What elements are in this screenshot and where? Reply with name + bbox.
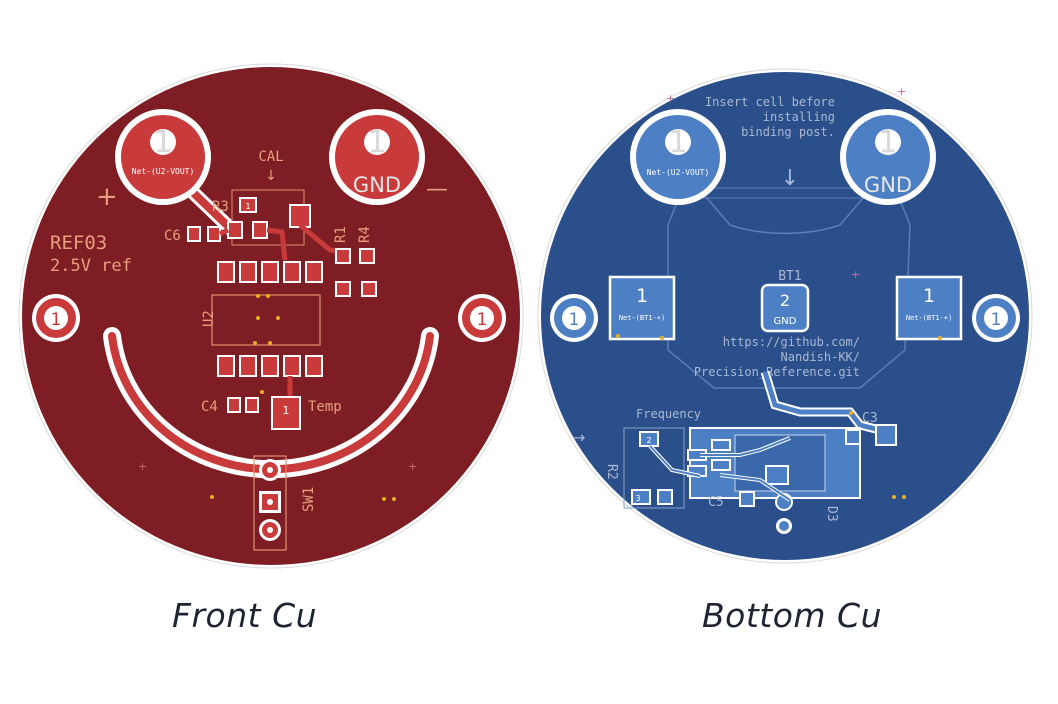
back-pad-vout-hole <box>665 129 691 155</box>
back-pad-gnd <box>846 115 930 199</box>
back-crosshair-mid: + <box>851 268 860 281</box>
front-r4-pad-1 <box>335 281 351 297</box>
back-circuit-cluster <box>623 370 897 534</box>
back-bt1-pad-left-net: Net-(BT1-+) <box>619 314 665 322</box>
front-ref-r1: R1 <box>333 226 349 243</box>
back-url-line2: Nandish-KK/ <box>781 350 860 364</box>
front-u2-bottom-pins <box>217 355 323 377</box>
back-url-line3: Precision_Reference.git <box>694 365 860 379</box>
front-temp-pad <box>271 396 301 430</box>
back-pad-vout-net: Net-(U2-VOUT) <box>647 168 710 177</box>
back-bt1-pad-left <box>608 275 676 341</box>
front-cal-label: CAL <box>258 149 283 165</box>
front-ref-r4: R4 <box>357 226 373 243</box>
back-bt1-pad-left-number: 1 <box>636 285 648 307</box>
front-pad-gnd-hole <box>364 129 390 155</box>
back-bt1-pad-center-label: GND <box>774 316 797 327</box>
front-ref-r3: R3 <box>212 199 229 215</box>
front-temp-label: Temp <box>308 399 342 415</box>
back-ref-c5: C5 <box>708 495 724 510</box>
front-ref-c4: C4 <box>201 399 218 415</box>
back-bt1-pad-right-number: 1 <box>923 285 935 307</box>
front-pad-vout-number: 1 <box>153 125 172 160</box>
front-pad-side-left-number: 1 <box>51 310 62 330</box>
front-r4-pad-2 <box>361 281 377 297</box>
back-pad-vout-number: 1 <box>668 125 687 160</box>
back-url-line1: https://github.com/ <box>723 335 860 349</box>
back-ref-bt1: BT1 <box>778 269 801 284</box>
front-ref-u2: U2 <box>201 310 217 327</box>
front-pad-gnd-number: 1 <box>367 125 386 160</box>
front-minus-sign: — <box>426 177 448 202</box>
front-cal-pad-number: 1 <box>245 202 250 211</box>
front-r1-pad-2 <box>359 248 375 264</box>
back-pad-side-left-hole <box>562 306 586 330</box>
front-trace-r3 <box>218 227 288 261</box>
front-cal-pad <box>239 197 257 213</box>
back-pad-side-left-number: 1 <box>569 310 580 330</box>
front-temp-pad-number: 1 <box>283 404 290 417</box>
front-r3-pad-2 <box>252 221 268 239</box>
front-plus-sign: + <box>96 182 118 212</box>
back-r2-pad-number: 3 <box>635 494 640 503</box>
back-bt1-pad-center-number: 2 <box>780 291 790 310</box>
back-ref-r2: R2 <box>604 464 619 480</box>
back-note-arrow: ↓ <box>781 166 799 191</box>
front-c4-pad-2 <box>245 397 259 413</box>
back-crosshair-top-right: + <box>897 85 906 98</box>
back-vias <box>616 334 942 499</box>
back-note-line2: installing <box>763 110 835 124</box>
front-title-ref03: REF03 <box>50 232 107 254</box>
front-c4-pad-1 <box>227 397 241 413</box>
back-pad-vout <box>636 115 720 199</box>
front-copper-view: 1 Net-(U2-VOUT) 1 GND 1 1 + — REF03 2.5V… <box>18 63 524 569</box>
front-board <box>22 67 520 565</box>
back-ref-c3: C3 <box>862 411 878 426</box>
front-pad-vout-net: Net-(U2-VOUT) <box>132 167 195 176</box>
front-pad-side-right-number: 1 <box>477 310 488 330</box>
front-sw1-outline <box>253 455 287 551</box>
back-pad-gnd-label: GND <box>864 173 912 197</box>
back-crosshair-top-left: + <box>666 92 675 105</box>
back-frequency-label: Frequency <box>636 407 701 421</box>
back-pad-side-right-number: 1 <box>991 310 1002 330</box>
back-note-line3: binding post. <box>741 125 835 139</box>
front-caption: Front Cu <box>172 596 318 635</box>
front-u2-top-pins <box>217 261 323 283</box>
front-c6-pad-2 <box>207 226 221 242</box>
back-frequency-arrow: → <box>572 428 585 447</box>
back-caption: Bottom Cu <box>702 596 882 635</box>
front-pad-gnd <box>335 115 419 199</box>
front-pad-vout <box>121 115 205 199</box>
front-title-2v5: 2.5V ref <box>50 256 132 276</box>
back-freq-pad-number: 2 <box>646 436 651 445</box>
front-c6-pad-1 <box>187 226 201 242</box>
front-trimmer-pad <box>289 204 311 228</box>
front-ref-c6: C6 <box>164 228 181 244</box>
back-pad-gnd-number: 1 <box>878 125 897 160</box>
back-battery-holder-outline <box>667 189 911 389</box>
back-ref-d3: D3 <box>824 506 839 522</box>
back-note-line1: Insert cell before <box>705 95 835 109</box>
back-bt1-pad-center <box>760 283 810 333</box>
back-bt1-pad-right <box>895 275 963 341</box>
front-pad-side-left-hole <box>44 306 68 330</box>
front-crosshair-right: + <box>408 460 417 473</box>
front-cal-arrow: ↓ <box>265 168 277 184</box>
front-pad-side-right-hole <box>470 306 494 330</box>
front-r3-pad-1 <box>227 221 243 239</box>
bottom-copper-view: 1 Net-(U2-VOUT) 1 GND Insert cell before… <box>537 68 1033 564</box>
front-pad-vout-hole <box>150 129 176 155</box>
front-vias <box>210 294 396 501</box>
front-pad-gnd-label: GND <box>353 173 401 197</box>
back-bt1-pad-right-net: Net-(BT1-+) <box>906 314 952 322</box>
front-r1-pad-1 <box>335 248 351 264</box>
front-crosshair-left: + <box>138 460 147 473</box>
back-pad-gnd-hole <box>875 129 901 155</box>
front-u2-outline <box>211 294 321 346</box>
front-ref-sw1: SW1 <box>301 487 317 512</box>
back-pad-side-right-hole <box>984 306 1008 330</box>
